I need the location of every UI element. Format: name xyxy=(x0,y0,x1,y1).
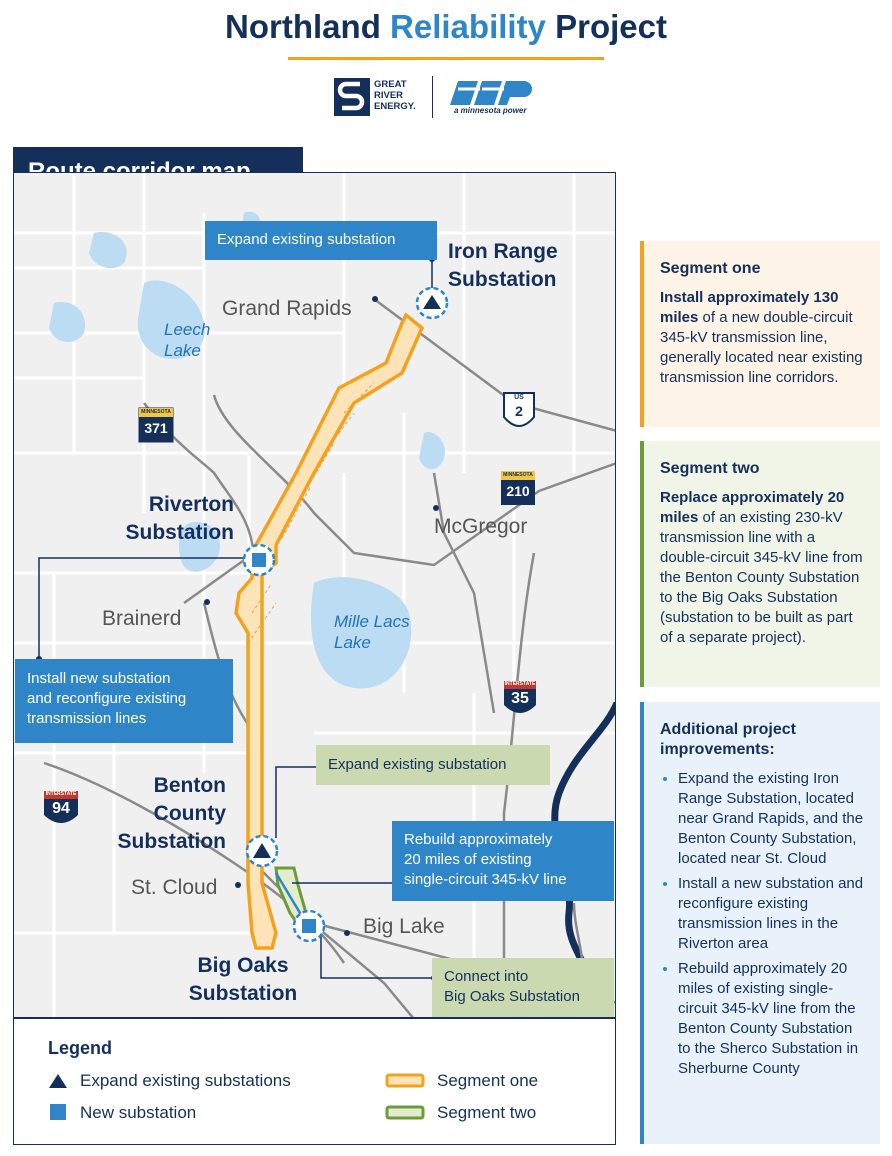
lake-leech-line-1: Leech xyxy=(164,320,211,339)
mn210-shield-top: MINNESOTA xyxy=(503,472,533,478)
install-riverton-line-2: and reconfigure existing xyxy=(27,690,187,707)
title-part-3: Project xyxy=(555,8,667,45)
us2-shield-number: 2 xyxy=(515,403,523,419)
install-riverton-line-1: Install new substation xyxy=(27,670,171,687)
benton-line-2: County xyxy=(153,802,226,825)
panel-segment-two-bold1: Replace approximately xyxy=(660,489,824,506)
triangle-icon xyxy=(49,1074,67,1088)
page-title: Northland Reliability Project xyxy=(0,8,892,46)
rebuild-line-3: single-circuit 345-kV line xyxy=(404,871,567,888)
segment-one-hatch xyxy=(247,382,375,644)
connect-line-2: Big Oaks Substation xyxy=(444,988,580,1005)
gre-line-1: GREAT xyxy=(374,79,407,90)
install-riverton-line-3: transmission lines xyxy=(27,710,147,727)
improvement-item: Expand the existing Iron Range Substatio… xyxy=(678,769,866,869)
lake-mille-lacs-line-1: Mille Lacs xyxy=(334,612,410,631)
panel-additional-heading: Additional project improvements: xyxy=(660,721,796,758)
title-part-2: Reliability xyxy=(390,8,546,45)
panel-segment-two-heading: Segment two xyxy=(660,460,760,477)
route-corridor-map[interactable]: US 2 MINNESOTA 371 MINNESOTA 210 INTERST… xyxy=(13,172,616,1018)
lake-leech: Leech Lake xyxy=(164,319,210,361)
substation-big-oaks-label[interactable]: Big Oaks Substation xyxy=(174,952,312,1008)
gre-line-3: ENERGY. xyxy=(374,101,416,112)
mn371-shield-number: 371 xyxy=(144,420,168,436)
callout-expand-benton: Expand existing substation xyxy=(316,745,550,785)
map-legend: Legend Expand existing substations New s… xyxy=(13,1018,616,1145)
improvements-list: Expand the existing Iron Range Substatio… xyxy=(660,769,866,1079)
callout-rebuild: Rebuild approximately 20 miles of existi… xyxy=(392,821,614,901)
substation-iron-range-label[interactable]: Iron Range Substation xyxy=(448,238,558,294)
legend-expand-label: Expand existing substations xyxy=(80,1071,291,1090)
city-grand-rapids: Grand Rapids xyxy=(222,297,352,320)
gre-line-2: RIVER xyxy=(374,90,404,101)
panel-segment-one: Segment one Install approximately 130 mi… xyxy=(640,241,880,427)
map-canvas xyxy=(14,173,615,1017)
mn210-shield-number: 210 xyxy=(506,483,530,499)
great-river-energy-wordmark: GREAT RIVER ENERGY. xyxy=(374,79,416,112)
panel-segment-two-rest: of an existing 230-kV transmission line … xyxy=(660,509,863,646)
i94-shield-number: 94 xyxy=(52,800,70,817)
panel-segment-one-heading: Segment one xyxy=(660,260,761,277)
mn371-shield-top: MINNESOTA xyxy=(141,409,171,415)
i94-shield-top: INTERSTATE xyxy=(45,791,77,797)
panel-segment-one-body: Install approximately 130 miles of a new… xyxy=(660,288,866,388)
benton-line-3: Substation xyxy=(117,830,227,853)
panel-segment-two: Segment two Replace approximately 20 mil… xyxy=(640,441,880,687)
city-mcgregor: McGregor xyxy=(434,515,528,538)
city-brainerd: Brainerd xyxy=(102,607,182,630)
iron-range-line-2: Substation xyxy=(448,268,557,291)
segment-one-path xyxy=(234,312,425,950)
legend-new-label: New substation xyxy=(80,1103,197,1122)
callout-expand-iron-range: Expand existing substation xyxy=(205,221,437,260)
pointer-lines xyxy=(38,259,434,979)
substation-riverton-label[interactable]: Riverton Substation xyxy=(106,491,235,547)
panel-segment-one-rest: of a new double-circuit 345-kV transmiss… xyxy=(660,309,863,386)
improvement-item: Rebuild approximately 20 miles of existi… xyxy=(678,959,866,1079)
panel-additional-improvements: Additional project improvements: Expand … xyxy=(640,702,880,1144)
riverton-line-2: Substation xyxy=(125,521,235,544)
city-st-cloud: St. Cloud xyxy=(131,876,218,899)
callout-connect-big-oaks: Connect into Big Oaks Substation xyxy=(432,958,614,1017)
minnesota-power-wordmark: a minnesota power xyxy=(454,106,527,115)
minnesota-power-logo-icon xyxy=(444,79,554,112)
legend-title: Legend xyxy=(48,1038,113,1058)
title-part-1: Northland xyxy=(225,8,381,45)
us2-shield-top: US xyxy=(514,394,524,401)
improvement-item: Install a new substation and reconfigure… xyxy=(678,874,866,954)
panel-segment-one-bold1: Install approximately xyxy=(660,289,810,306)
callout-install-riverton: Install new substation and reconfigure e… xyxy=(15,659,233,743)
panel-segment-two-bold2: 20 miles xyxy=(660,489,845,526)
square-icon xyxy=(50,1104,66,1120)
logo-divider xyxy=(432,76,433,118)
route-shields xyxy=(44,392,536,823)
benton-line-1: Benton xyxy=(153,774,226,797)
big-oaks-line-1: Big Oaks xyxy=(197,954,289,977)
connect-line-1: Connect into xyxy=(444,968,529,985)
segment-one-swatch-icon xyxy=(385,1073,425,1088)
lake-mille-lacs-line-2: Lake xyxy=(334,633,371,652)
lake-leech-line-2: Lake xyxy=(164,341,201,360)
i35-shield-top: INTERSTATE xyxy=(504,681,536,687)
substation-benton-county-label[interactable]: Benton County Substation xyxy=(74,772,227,856)
lake-mille-lacs: Mille Lacs Lake xyxy=(334,611,410,653)
i35-shield-number: 35 xyxy=(511,690,529,707)
rebuild-line-1: Rebuild approximately xyxy=(404,831,553,848)
riverton-line-1: Riverton xyxy=(148,493,234,516)
big-oaks-line-2: Substation xyxy=(188,982,298,1005)
panel-segment-two-body: Replace approximately 20 miles of an exi… xyxy=(660,488,866,648)
substation-markers xyxy=(242,286,449,943)
rebuild-line-2: 20 miles of existing xyxy=(404,851,532,868)
legend-segment-two-label: Segment two xyxy=(437,1103,537,1122)
great-river-energy-logo-icon xyxy=(334,78,370,116)
title-underline xyxy=(288,57,604,60)
segment-one-corridor xyxy=(234,312,425,950)
segment-two-swatch-icon xyxy=(385,1105,425,1120)
logos: GREAT RIVER ENERGY. a minnesota power xyxy=(334,76,564,118)
city-big-lake: Big Lake xyxy=(363,915,445,938)
legend-segment-one-label: Segment one xyxy=(437,1071,539,1090)
panel-segment-one-bold2: 130 miles xyxy=(660,289,839,326)
iron-range-line-1: Iron Range xyxy=(448,240,558,263)
